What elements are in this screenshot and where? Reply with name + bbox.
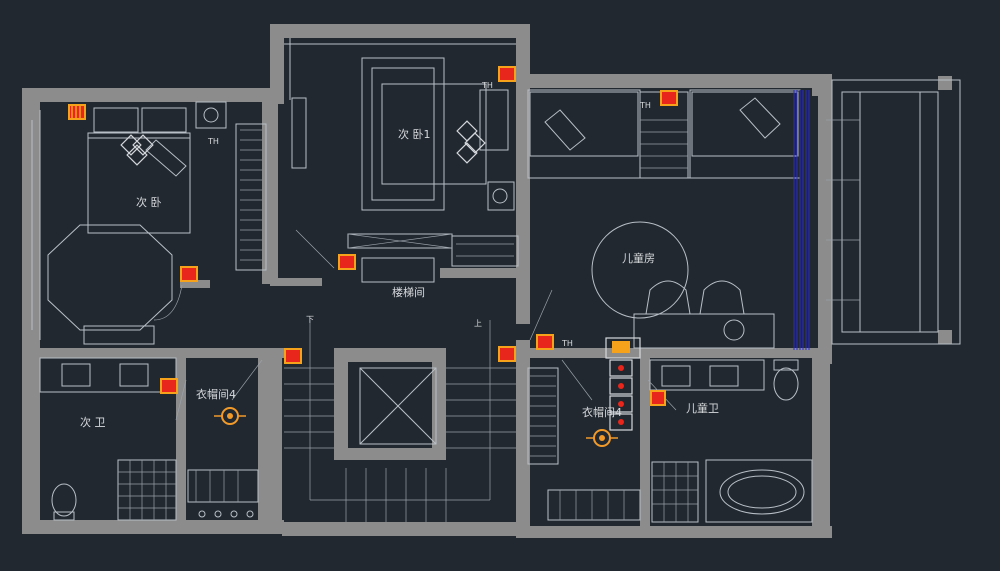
walls — [22, 24, 952, 538]
room-label-bath-left: 次 卫 — [80, 415, 106, 429]
heater-icon — [498, 66, 516, 82]
room-label-children-room: 儿童房 — [622, 251, 655, 265]
heater-icon — [498, 346, 516, 362]
markers: TH TH TH TH 下 上 — [207, 81, 651, 348]
th-label: TH — [561, 339, 573, 348]
room-label-cloakroom-right: 衣帽间4 — [582, 405, 622, 419]
room-label-bedroom-1: 次 卧1 — [398, 127, 431, 141]
chair-icon — [145, 97, 781, 177]
floor-lines — [31, 38, 961, 523]
th-label: TH — [639, 101, 651, 110]
heater-icon — [338, 254, 356, 270]
switch-panel — [605, 337, 641, 431]
th-label: TH — [481, 81, 493, 90]
bed-pillows-icon — [120, 120, 486, 166]
heater-icon — [160, 378, 178, 394]
stair-up-label: 上 — [474, 319, 482, 328]
curtain — [793, 90, 810, 350]
light-icon — [586, 429, 618, 447]
stair-down-label: 下 — [306, 315, 314, 324]
heater-icon — [650, 390, 666, 406]
heater-icon — [284, 348, 302, 364]
room-label-cloakroom-left: 衣帽间4 — [196, 387, 236, 401]
heater-icon — [180, 266, 198, 282]
room-labels: 次 卧 次 卧1 儿童房 楼梯间 次 卫 衣帽间4 衣帽间4 儿童卫 — [80, 127, 719, 429]
heater-icon — [660, 90, 678, 106]
heater-icon — [536, 334, 554, 350]
heater-markers — [68, 66, 678, 406]
room-label-stairwell: 楼梯间 — [392, 285, 425, 299]
light-icon — [214, 407, 246, 425]
heater-icon — [68, 104, 86, 120]
th-label: TH — [207, 137, 219, 146]
room-label-children-bath: 儿童卫 — [686, 401, 719, 415]
room-label-bedroom-left: 次 卧 — [136, 195, 162, 209]
